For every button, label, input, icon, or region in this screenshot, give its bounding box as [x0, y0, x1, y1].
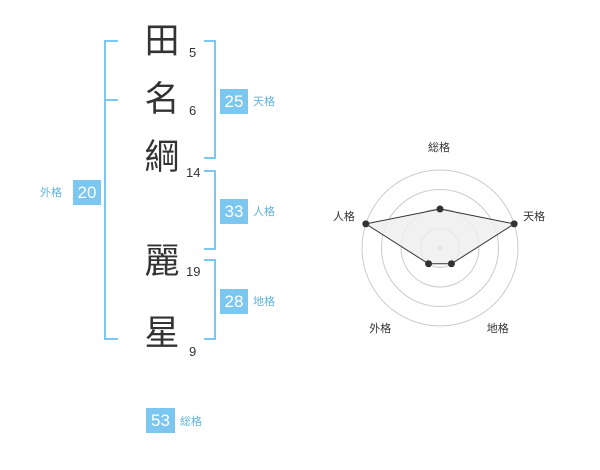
radar-point-2: [510, 220, 518, 228]
gaikaku-label: 外格: [40, 186, 62, 199]
name-char-3: 綱: [144, 138, 180, 178]
name-char-1: 田: [144, 22, 180, 62]
radar-point-1: [436, 205, 444, 213]
name-char-2: 名: [144, 80, 180, 120]
stroke-count-1: 5: [189, 45, 197, 60]
chikaku-label: 地格: [253, 295, 275, 308]
stroke-count-2: 6: [189, 103, 197, 118]
jinkaku-value-badge: 33: [220, 199, 248, 224]
radar-polygon: [364, 208, 516, 265]
stroke-count-4: 19: [186, 264, 201, 279]
radar-point-4: [425, 260, 433, 268]
name-char-5: 星: [144, 314, 180, 354]
radar-ring-3: [381, 189, 499, 307]
stroke-count-3: 14: [186, 165, 201, 180]
soukaku-value-badge: 53: [146, 408, 175, 433]
chikaku-value-badge: 28: [220, 289, 248, 314]
name-char-4: 麗: [144, 242, 180, 282]
radar-axis-label-5: 人格: [332, 210, 355, 224]
radar-point-5: [362, 220, 370, 228]
radar-ring-4: [361, 169, 519, 327]
tenkaku-label: 天格: [253, 95, 275, 108]
gaikaku-value-badge: 20: [73, 180, 101, 205]
soukaku-label: 総格: [180, 415, 202, 428]
radar-point-3: [447, 260, 455, 268]
tenkaku-value-badge: 25: [220, 89, 248, 114]
radar-axis-label-1: 総格: [428, 141, 450, 154]
stroke-count-5: 9: [189, 344, 197, 359]
radar-axis-label-4: 外格: [369, 321, 392, 335]
radar-axis-label-3: 地格: [486, 321, 509, 335]
radar-axis-label-2: 天格: [523, 210, 546, 224]
jinkaku-label: 人格: [253, 205, 275, 218]
